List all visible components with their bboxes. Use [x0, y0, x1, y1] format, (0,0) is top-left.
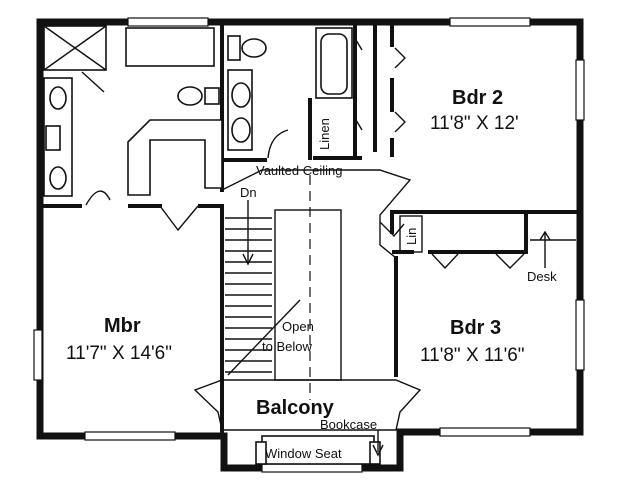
- bedroom-3-name: Bdr 3: [450, 317, 502, 339]
- balcony-name: Balcony: [256, 397, 334, 419]
- master-bath: [43, 25, 223, 232]
- interior-walls: [38, 20, 582, 438]
- bedroom-2-name: Bdr 2: [452, 87, 504, 109]
- master-bedroom-name: Mbr: [104, 315, 141, 337]
- desk-area: [431, 230, 576, 270]
- linen-label: Linen: [317, 118, 332, 150]
- window-seat-label: Window Seat: [265, 446, 342, 461]
- open-to-below-line1: Open: [282, 319, 314, 334]
- desk-label: Desk: [527, 269, 557, 284]
- hall-bath: [227, 27, 406, 159]
- bookcase-label: Bookcase: [320, 417, 378, 432]
- bedroom-3-size: 11'8" X 11'6": [420, 345, 525, 366]
- bedroom-2-size: 11'8" X 12': [430, 113, 519, 134]
- vaulted-ceiling-label: Vaulted Ceiling: [256, 163, 343, 178]
- balcony-outline: [193, 379, 422, 465]
- linen-closet-label: Lin: [404, 227, 419, 245]
- stairs-down-label: Dn: [240, 185, 257, 200]
- open-to-below-line2: to Below: [262, 339, 312, 354]
- master-bedroom-size: 11'7" X 14'6": [66, 343, 172, 364]
- stairs: [221, 169, 423, 400]
